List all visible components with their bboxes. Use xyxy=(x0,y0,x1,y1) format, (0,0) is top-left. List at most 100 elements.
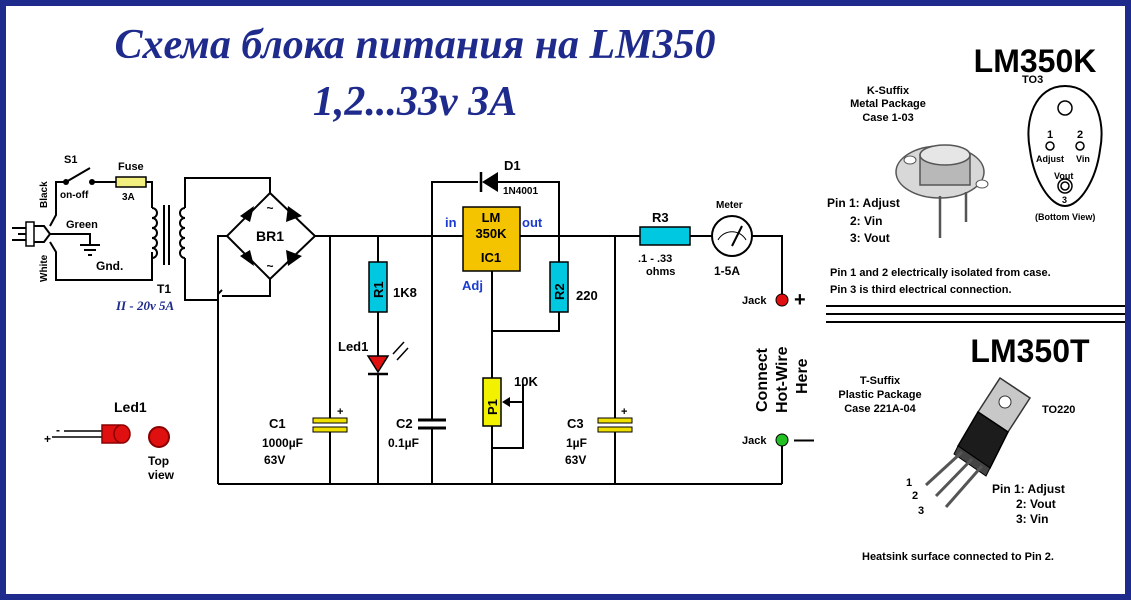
p1-wiper-icon xyxy=(502,397,510,407)
mains-plug xyxy=(12,221,52,247)
c1-plate xyxy=(312,426,348,433)
p1-label: P1 xyxy=(485,399,500,415)
connect-line-1: Connect xyxy=(754,347,771,412)
bridge-ac-2: ~ xyxy=(266,259,273,273)
switch-label: on-off xyxy=(60,190,89,201)
jack-plus-terminal[interactable] xyxy=(775,293,789,307)
t1-spec: II - 20v 5A xyxy=(115,298,174,313)
ic1-name-line2: 350K xyxy=(475,226,507,241)
bridge-ac-1: ~ xyxy=(266,201,273,215)
r3-value-line2: ohms xyxy=(646,266,675,278)
schematic-canvas: Схема блока питания на LM350 1,2...33v 3… xyxy=(12,22,1125,563)
led-detail-plus: + xyxy=(44,432,51,446)
c1-voltage: 63V xyxy=(264,453,285,467)
c3-plate xyxy=(597,426,633,433)
lm350k-pin2: 2: Vin xyxy=(850,214,882,228)
r1-value: 1K8 xyxy=(393,285,417,300)
ic1-regulator xyxy=(462,206,521,272)
c3-value: 1µF xyxy=(566,436,587,450)
black-wire-label: Black xyxy=(39,181,50,208)
lm350t-case: Case 221A-04 xyxy=(844,403,916,415)
title-line-2: 1,2...33v 3A xyxy=(313,79,517,125)
connect-line-2: Hot-Wire xyxy=(774,346,791,413)
p1-value: 10K xyxy=(514,374,538,389)
c3-plate xyxy=(597,417,633,424)
connect-line-3: Here xyxy=(794,358,811,394)
to220-leg-1: 1 xyxy=(906,477,912,489)
white-wire-label: White xyxy=(39,254,50,282)
title-line-1: Схема блока питания на LM350 xyxy=(114,22,715,68)
r3-resistor xyxy=(639,226,691,246)
to220-leg-3: 3 xyxy=(918,505,924,517)
lm350t-note: Heatsink surface connected to Pin 2. xyxy=(862,551,1054,563)
fuse-label: Fuse xyxy=(118,161,144,173)
earth-wire xyxy=(50,233,91,245)
c1-plus: + xyxy=(337,406,343,418)
meter-label: Meter xyxy=(716,200,743,211)
to3-pin2-num: 2 xyxy=(1077,129,1083,141)
to3-pin1-num: 1 xyxy=(1047,129,1053,141)
green-label: Green xyxy=(66,219,98,231)
to220-package-icon xyxy=(924,376,1032,508)
led-side-view-icon xyxy=(101,424,131,444)
lm350t-title: LM350T xyxy=(970,333,1090,369)
c3-voltage: 63V xyxy=(565,453,586,467)
c1-value: 1000µF xyxy=(262,436,303,450)
c2-value: 0.1µF xyxy=(388,436,419,450)
to3-package-icon xyxy=(895,144,989,238)
d1-diode-icon xyxy=(482,172,498,192)
led1-label: Led1 xyxy=(338,339,368,354)
led-detail-title: Led1 xyxy=(114,399,147,415)
meter-range: 1-5A xyxy=(714,264,740,278)
lm350t-pin3: 3: Vin xyxy=(1016,512,1048,526)
r3-label: R3 xyxy=(652,210,669,225)
lm350k-case: Case 1-03 xyxy=(862,112,913,124)
t1-label: T1 xyxy=(157,282,171,296)
switch-s1 xyxy=(65,167,91,183)
br1-label: BR1 xyxy=(256,228,284,244)
to3-vout: Vout xyxy=(1054,171,1073,181)
led-top-view-icon xyxy=(148,426,170,448)
live-wire xyxy=(49,181,64,227)
led-detail-minus: - xyxy=(56,423,60,437)
lm350t-pin1: Pin 1: Adjust xyxy=(992,482,1065,496)
gnd-label: Gnd. xyxy=(96,259,123,273)
d1-part: 1N4001 xyxy=(503,186,538,197)
lm350t-pin2: 2: Vout xyxy=(1016,497,1056,511)
jack-minus-terminal[interactable] xyxy=(775,433,789,447)
to3-adjust: Adjust xyxy=(1036,154,1064,164)
jack-minus-label: Jack xyxy=(742,435,767,447)
ammeter-icon xyxy=(711,215,753,257)
led-view-label: view xyxy=(148,468,175,482)
lm350k-note-1: Pin 1 and 2 electrically isolated from c… xyxy=(830,267,1051,279)
lm350k-pin3: 3: Vout xyxy=(850,231,890,245)
led1-diode-icon xyxy=(366,355,390,374)
lm350t-suffix: T-Suffix xyxy=(860,375,901,387)
lm350k-suffix: K-Suffix xyxy=(867,85,910,97)
lm350k-note-2: Pin 3 is third electrical connection. xyxy=(830,284,1012,296)
jack-plus-label: Jack xyxy=(742,295,767,307)
panel-separator xyxy=(826,305,1125,323)
ic1-name-line3: IC1 xyxy=(481,250,501,265)
lm350k-title: LM350K xyxy=(974,43,1097,79)
ic1-out-label: out xyxy=(522,215,543,230)
r2-value: 220 xyxy=(576,288,598,303)
c3-label: C3 xyxy=(567,416,584,431)
transformer-t1-icon xyxy=(151,205,186,265)
ic1-name-line1: LM xyxy=(482,210,501,225)
fuse-rating: 3A xyxy=(122,192,135,203)
output-minus-sign: — xyxy=(794,429,814,451)
lm350k-package-code: TO3 xyxy=(1022,74,1043,86)
led-top-label: Top xyxy=(148,454,169,468)
lm350t-package: Plastic Package xyxy=(838,389,921,401)
ic1-adj-label: Adj xyxy=(462,278,483,293)
to3-bottom-view-icon xyxy=(1027,84,1103,208)
lm350k-pin1: Pin 1: Adjust xyxy=(827,196,900,210)
r1-label: R1 xyxy=(371,281,386,298)
lm350t-package-code: TO220 xyxy=(1042,404,1075,416)
lm350k-package: Metal Package xyxy=(850,98,926,110)
c2-label: C2 xyxy=(396,416,413,431)
r2-label: R2 xyxy=(552,283,567,300)
c1-label: C1 xyxy=(269,416,286,431)
